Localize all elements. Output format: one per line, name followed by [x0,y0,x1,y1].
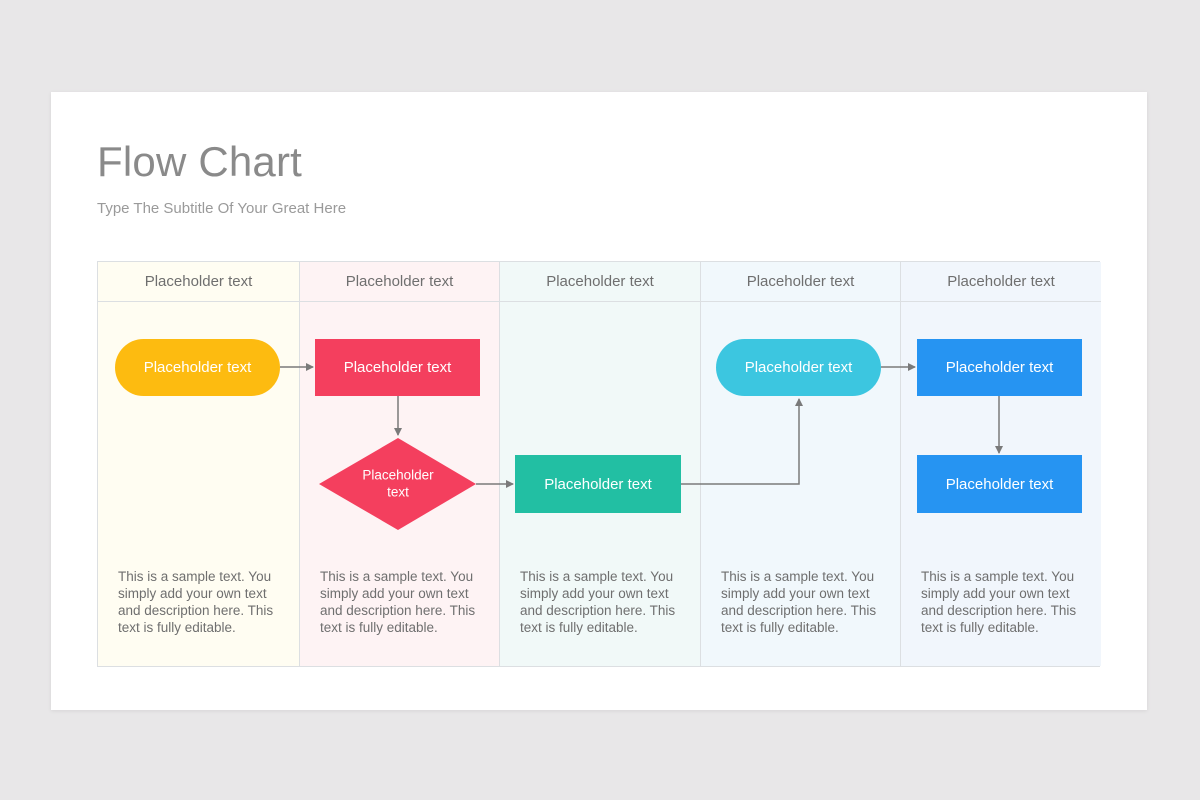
process-label: Placeholder text [544,476,652,493]
lane-description: This is a sample text. You simply add yo… [118,569,274,635]
lane-header: Placeholder text [901,262,1101,302]
process-label: Placeholder text [946,359,1054,376]
process-shape [917,339,1082,396]
process-shape [917,455,1082,513]
lane-description: This is a sample text. You simply add yo… [721,569,877,635]
decision-diamond[interactable]: Placeholder text [319,438,476,530]
terminal-shape [115,339,280,396]
terminal-2[interactable]: Placeholder text [716,339,881,396]
slide-title: Flow Chart [97,138,303,185]
terminal-label: Placeholder text [144,359,252,376]
decision-label-line-1: Placeholder [362,468,434,483]
lane-header: Placeholder text [500,262,700,302]
process-label: Placeholder text [946,476,1054,493]
lane-header: Placeholder text [701,262,900,302]
slide-subtitle: Type The Subtitle Of Your Great Here [97,200,347,217]
lane-description: This is a sample text. You simply add yo… [921,569,1077,635]
lane-description: This is a sample text. You simply add yo… [520,569,676,635]
decision-shape [319,438,476,530]
terminal-label: Placeholder text [745,359,853,376]
decision-label-line-2: text [387,485,409,500]
process-box-1[interactable]: Placeholder text [315,339,480,396]
lane-4: Placeholder text This is a sample text. … [700,262,900,666]
terminal-shape [716,339,881,396]
lane-header: Placeholder text [98,262,299,302]
process-box-2[interactable]: Placeholder text [515,455,681,513]
lane-description: This is a sample text. You simply add yo… [320,569,476,635]
start-terminal[interactable]: Placeholder text [115,339,280,396]
process-shape [515,455,681,513]
flowchart-diagram: Placeholder text Placeholder text Placeh… [115,339,1082,530]
process-box-3[interactable]: Placeholder text [917,339,1082,396]
process-label: Placeholder text [344,359,452,376]
process-shape [315,339,480,396]
process-box-4[interactable]: Placeholder text [917,455,1082,513]
lane-1: Placeholder text This is a sample text. … [98,262,299,666]
slide: Flow Chart Type The Subtitle Of Your Gre… [51,92,1147,710]
lane-header: Placeholder text [300,262,499,302]
